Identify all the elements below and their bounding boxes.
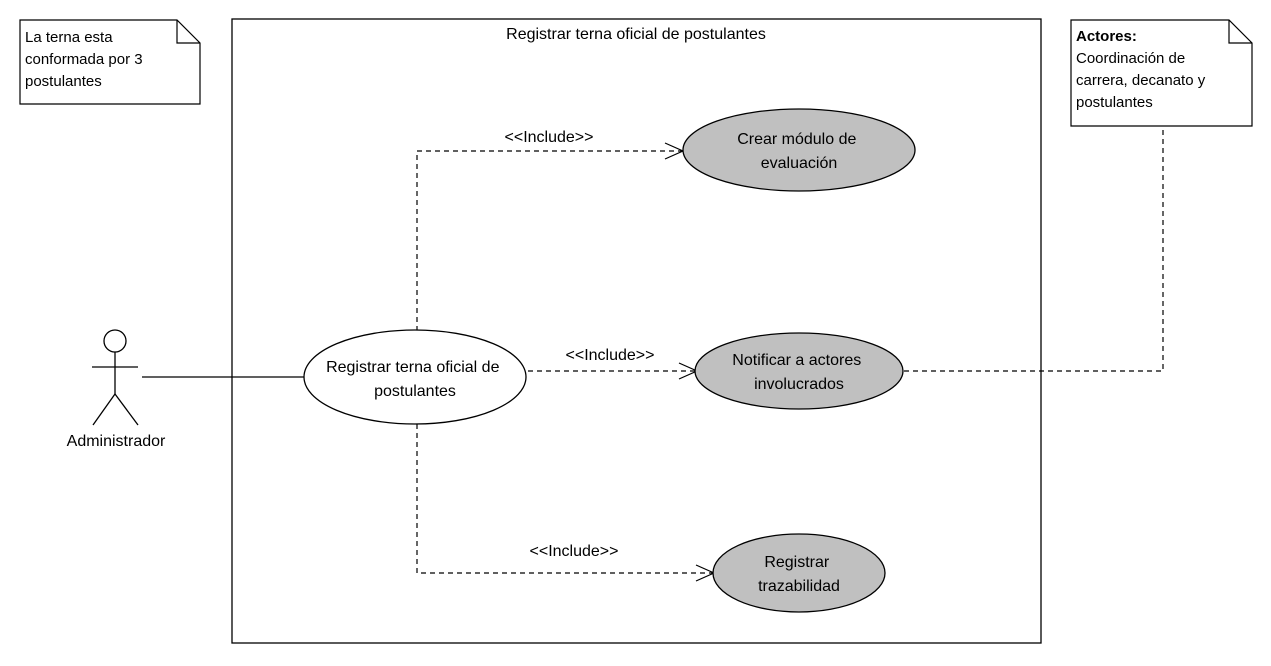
use-case-registrar-terna[interactable]: [303, 329, 527, 425]
include-label-crear-modulo: <<Include>>: [505, 129, 594, 146]
note-right-line: carrera, decanato y: [1076, 72, 1206, 89]
note-right-line: Coordinación de: [1076, 50, 1186, 67]
use-case-notificar-label: Notificar a actores involucrados: [732, 352, 865, 393]
note-right: [1070, 19, 1253, 127]
use-case-trazabilidad-label: Registrar trazabilidad: [758, 554, 840, 595]
note-left-line: conformada por 3: [25, 51, 143, 68]
use-case-trazabilidad[interactable]: [712, 533, 886, 613]
note-anchor-line: [904, 126, 1164, 372]
use-case-crear-modulo[interactable]: [682, 108, 916, 192]
note-left-text: La terna esta conformada por 3 postulant…: [25, 27, 143, 93]
include-label-trazabilidad: <<Include>>: [530, 543, 619, 560]
note-right-text: Actores: Coordinación de carrera, decana…: [1076, 26, 1205, 114]
include-label-notificar: <<Include>>: [566, 347, 655, 364]
note-left-line: postulantes: [25, 73, 102, 90]
use-case-crear-modulo-label: Crear módulo de evaluación: [737, 131, 861, 172]
actor-label: Administrador: [67, 433, 166, 450]
note-left: [19, 19, 201, 105]
note-left-line: La terna esta: [25, 29, 113, 46]
use-case-registrar-terna-label: Registrar terna oficial de postulantes: [326, 359, 504, 400]
use-case-notificar[interactable]: [694, 332, 904, 410]
system-boundary: [231, 18, 1042, 644]
include-line-crear-modulo: [416, 150, 682, 331]
include-line-trazabilidad: [416, 424, 713, 574]
note-right-heading: Actores:: [1076, 28, 1137, 45]
note-right-line: postulantes: [1076, 94, 1153, 111]
system-boundary-title: Registrar terna oficial de postulantes: [506, 26, 766, 43]
actor-figure: [92, 329, 139, 426]
